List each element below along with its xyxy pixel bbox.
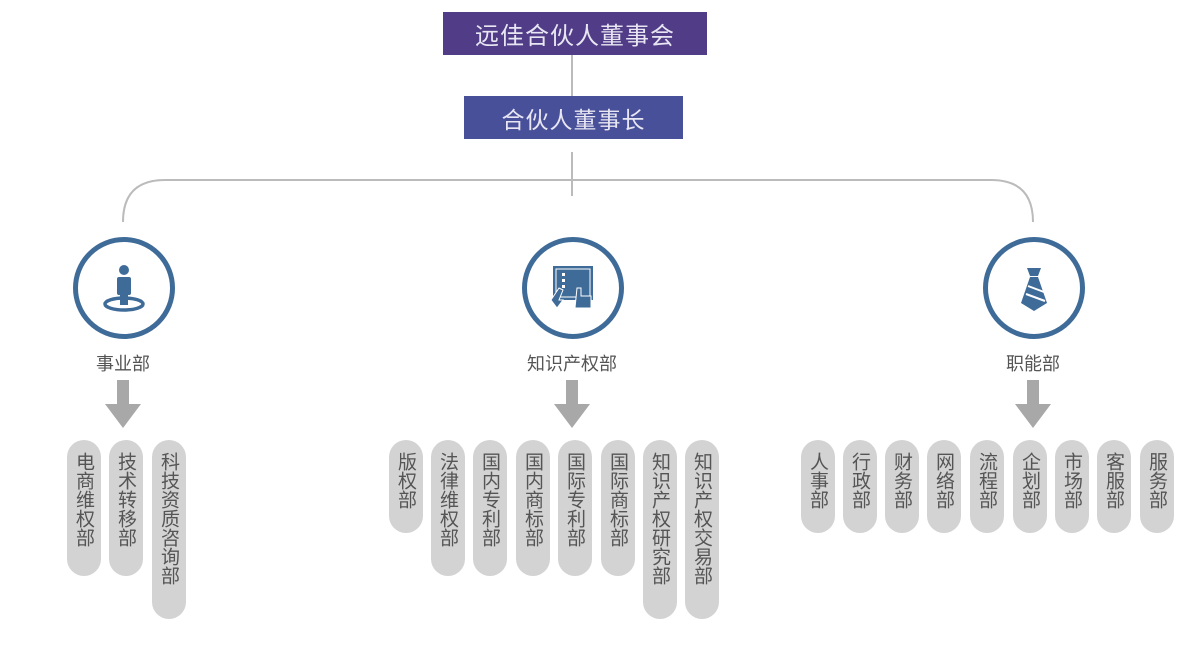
department-pill: 科技资质咨询部 (152, 440, 186, 619)
department-pill: 客服部 (1097, 440, 1131, 533)
division-icon-circle (983, 237, 1085, 339)
down-arrows (105, 380, 1051, 428)
touch-tablet-icon (550, 266, 593, 309)
department-pill: 知识产权研究部 (643, 440, 677, 619)
board-of-partners-box: 远佳合伙人董事会 (443, 12, 707, 55)
division-icon-circle (522, 237, 624, 339)
department-pill: 国内专利部 (473, 440, 507, 576)
division-label: 知识产权部 (527, 354, 617, 375)
department-pill: 流程部 (970, 440, 1004, 533)
department-pill: 国际商标部 (601, 440, 635, 576)
department-pill: 国内商标部 (516, 440, 550, 576)
department-pill: 市场部 (1055, 440, 1089, 533)
division-label: 职能部 (1006, 354, 1060, 375)
department-pill: 知识产权交易部 (685, 440, 719, 619)
department-pill: 行政部 (843, 440, 877, 533)
department-pill: 企划部 (1013, 440, 1047, 533)
department-pill: 国际专利部 (558, 440, 592, 576)
department-pill: 网络部 (927, 440, 961, 533)
division-icon-circle (73, 237, 175, 339)
necktie-icon (1021, 268, 1047, 311)
department-pill: 服务部 (1140, 440, 1174, 533)
department-pill: 法律维权部 (431, 440, 465, 576)
department-pill: 版权部 (389, 440, 423, 533)
department-pill: 技术转移部 (109, 440, 143, 576)
department-pill: 人事部 (801, 440, 835, 533)
department-pill: 电商维权部 (67, 440, 101, 576)
chairman-box: 合伙人董事长 (464, 96, 683, 139)
department-pill: 财务部 (885, 440, 919, 533)
division-label: 事业部 (96, 354, 150, 375)
person-on-target-icon (103, 265, 145, 312)
